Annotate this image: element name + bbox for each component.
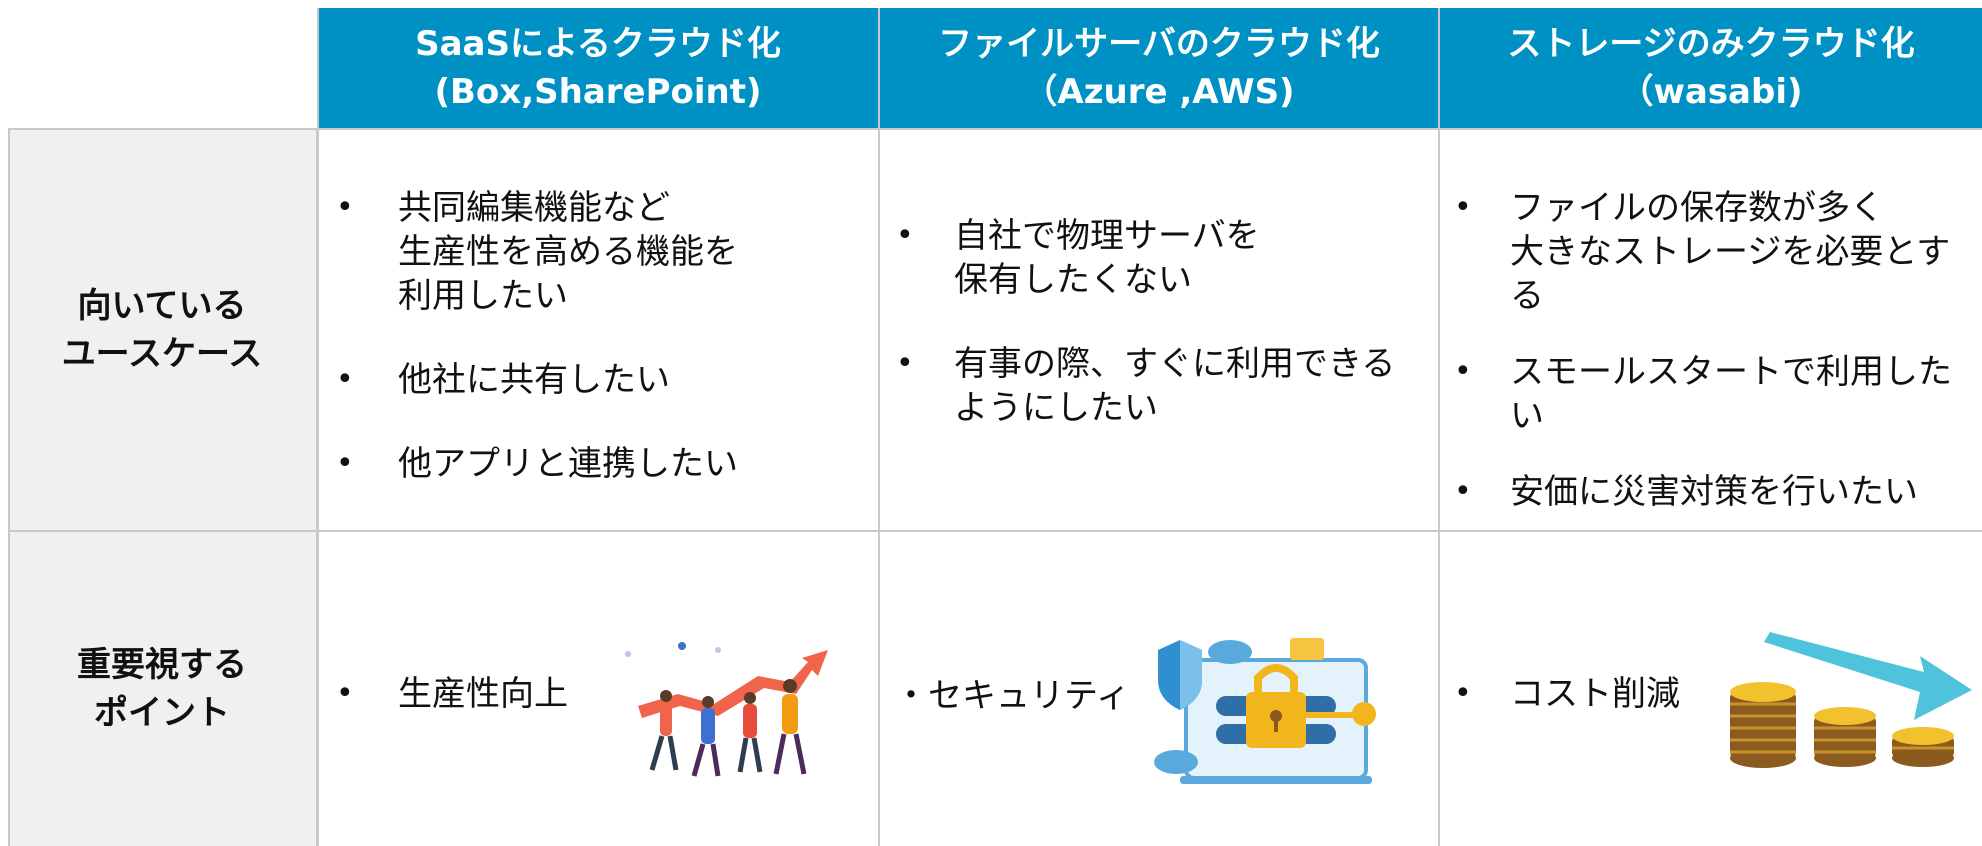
- header-col-fileserver-line2: （Azure ,AWS): [1023, 72, 1295, 112]
- grid-line-col3-left: [1438, 8, 1440, 846]
- security-lock-illustration-icon: [1154, 638, 1376, 784]
- grid-line-col2-left: [878, 8, 880, 846]
- bullet-icon: •: [896, 218, 914, 253]
- header-col-storage: ストレージのみクラウド化 （wasabi): [1440, 8, 1982, 128]
- row-label-usecase: 向いている ユースケース: [8, 130, 318, 530]
- list-item: • 他アプリと連携したい: [336, 442, 866, 486]
- point-text-saas: 生産性向上: [398, 674, 568, 714]
- list-item-text: スモールスタートで利用したい: [1510, 352, 1952, 436]
- list-item: • 安価に災害対策を行いたい: [1454, 470, 1982, 514]
- row-label-usecase-line1: 向いている: [77, 286, 247, 326]
- header-col-storage-line1: ストレージのみクラウド化: [1507, 24, 1915, 64]
- bullet-icon: •: [336, 190, 354, 225]
- growth-team-illustration-icon: [625, 642, 828, 777]
- header-col-fileserver-line1: ファイルサーバのクラウド化: [938, 24, 1380, 64]
- list-item: • ファイルの保存数が多く 大きなストレージを必要とする: [1454, 186, 1982, 318]
- list-item-text: 安価に災害対策を行いたい: [1510, 472, 1918, 512]
- list-item: • 他社に共有したい: [336, 358, 866, 402]
- header-col-saas-line1: SaaSによるクラウド化: [415, 24, 781, 64]
- list-item-text: 有事の際、すぐに利用できる ようにしたい: [954, 344, 1396, 428]
- row-label-points-line2: ポイント: [94, 693, 230, 733]
- list-item: • 共同編集機能など 生産性を高める機能を 利用したい: [336, 186, 866, 318]
- bullet-icon: •: [336, 676, 354, 711]
- list-item: • 自社で物理サーバを 保有したくない: [896, 214, 1426, 302]
- list-item-text: 他社に共有したい: [398, 360, 670, 400]
- bullet-icon: •: [896, 346, 914, 381]
- grid-line-middle: [8, 530, 1982, 532]
- grid-line-col1-left: [317, 8, 319, 846]
- list-item: • コスト削減: [1454, 672, 1714, 716]
- list-item-text: ファイルの保存数が多く 大きなストレージを必要とする: [1510, 188, 1951, 316]
- grid-line-left: [8, 128, 10, 846]
- bullet-icon: •: [336, 362, 354, 397]
- list-item: • 有事の際、すぐに利用できる ようにしたい: [896, 342, 1426, 430]
- coins-cost-down-illustration-icon: [1730, 632, 1972, 768]
- points-list-saas: • 生産性向上: [336, 672, 596, 716]
- usecase-list-storage: • ファイルの保存数が多く 大きなストレージを必要とする • スモールスタートで…: [1454, 186, 1982, 514]
- usecase-list-fileserver: • 自社で物理サーバを 保有したくない • 有事の際、すぐに利用できる ようにし…: [896, 214, 1426, 430]
- bullet-icon: •: [1454, 354, 1472, 389]
- row-label-points-line1: 重要視する: [77, 645, 247, 685]
- point-text-cost: コスト削減: [1510, 674, 1680, 714]
- bullet-icon: •: [336, 446, 354, 481]
- list-item: • 生産性向上: [336, 672, 596, 716]
- points-list-storage: • コスト削減: [1454, 672, 1714, 716]
- list-item-text: 自社で物理サーバを 保有したくない: [954, 216, 1260, 300]
- list-item-text: 共同編集機能など 生産性を高める機能を 利用したい: [398, 188, 738, 316]
- usecase-list-saas: • 共同編集機能など 生産性を高める機能を 利用したい • 他社に共有したい •…: [336, 186, 866, 486]
- bullet-icon: •: [1454, 676, 1472, 711]
- point-text-security: ・セキュリティ: [894, 676, 1130, 716]
- grid-line-top: [8, 128, 1982, 130]
- list-item: • スモールスタートで利用したい: [1454, 350, 1982, 438]
- header-col-saas: SaaSによるクラウド化 (Box,SharePoint): [318, 8, 878, 128]
- header-col-storage-line2: （wasabi): [1619, 72, 1803, 112]
- bullet-icon: •: [1454, 474, 1472, 509]
- row-label-usecase-line2: ユースケース: [61, 334, 263, 374]
- header-col-fileserver: ファイルサーバのクラウド化 （Azure ,AWS): [880, 8, 1438, 128]
- list-item-text: 他アプリと連携したい: [398, 444, 738, 484]
- header-col-saas-line2: (Box,SharePoint): [434, 72, 762, 112]
- row-label-points: 重要視する ポイント: [8, 532, 318, 846]
- bullet-icon: •: [1454, 190, 1472, 225]
